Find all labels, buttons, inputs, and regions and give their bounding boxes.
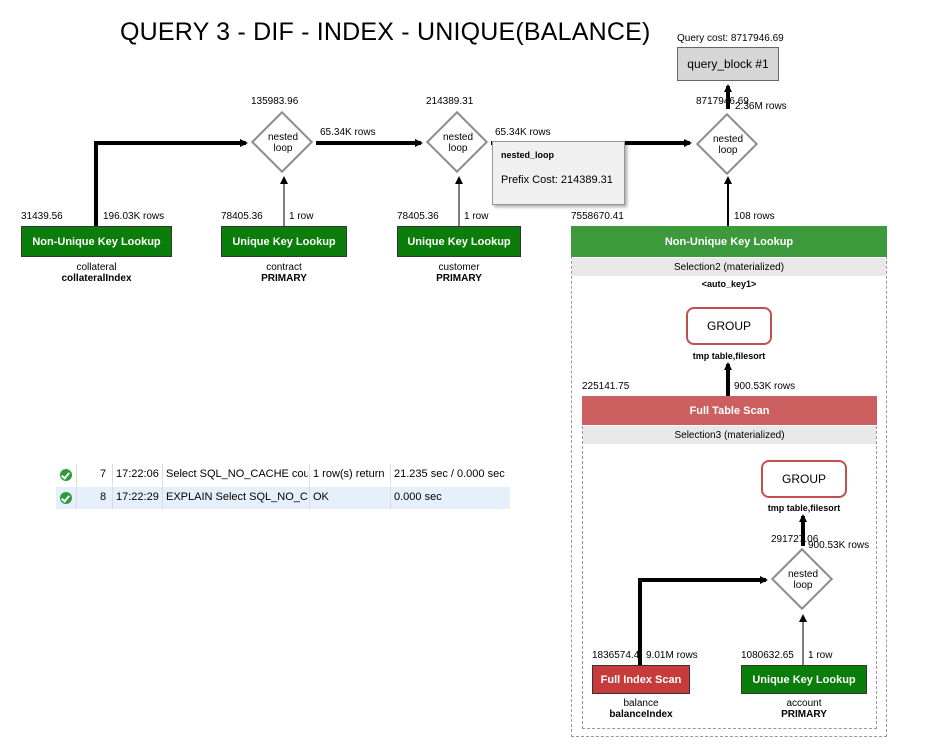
collateral-table-name: collateral xyxy=(76,262,117,273)
loop4-label2: loop xyxy=(793,580,813,591)
contract-cost: 78405.36 xyxy=(221,211,263,222)
balance-cost: 1836574.4 xyxy=(592,650,640,661)
loop2-label: nested xyxy=(442,132,474,143)
loop4-cost: 291727.06 xyxy=(771,534,819,545)
loop1-cost: 135983.96 xyxy=(251,96,299,107)
loop2-label2: loop xyxy=(448,143,468,154)
autokey-rows: 108 rows xyxy=(734,211,775,222)
column-separator xyxy=(390,464,391,486)
query-block-node[interactable]: query_block #1 xyxy=(677,47,779,81)
balance-index-scan-node[interactable]: Full Index Scan xyxy=(592,665,690,694)
group2-sub: tmp table,filesort xyxy=(767,503,841,513)
collateral-label: collateral collateralIndex xyxy=(21,262,172,284)
autokey-key-name: <auto_key1> xyxy=(701,279,757,289)
log-row[interactable]: 8 17:22:29 EXPLAIN Select SQL_NO_C OK 0.… xyxy=(56,487,510,509)
query-cost-label: Query cost: 8717946.69 xyxy=(677,33,784,44)
nested-loop-tooltip: nested_loop Prefix Cost: 214389.31 xyxy=(492,141,625,205)
column-separator xyxy=(76,487,77,509)
log-num: 7 xyxy=(100,468,107,480)
check-circle-icon xyxy=(60,469,72,481)
log-duration: 21.235 sec / 0.000 sec xyxy=(394,468,505,480)
loop3-rows: 2.36M rows xyxy=(735,101,787,112)
log-action: EXPLAIN Select SQL_NO_C xyxy=(166,491,308,503)
loop3-cost: 8717946.69 xyxy=(696,96,749,107)
account-label: account PRIMARY xyxy=(741,698,867,720)
loop4-rows: 900.53K rows xyxy=(808,540,870,551)
group-node-1[interactable]: GROUP xyxy=(686,307,772,345)
group1-sub: tmp table,filesort xyxy=(692,351,766,361)
log-action: Select SQL_NO_CACHE cou xyxy=(166,468,308,480)
selection2-band: Selection2 (materialized) xyxy=(572,258,886,276)
tooltip-text: Prefix Cost: 214389.31 xyxy=(501,174,613,186)
customer-key-name: PRIMARY xyxy=(436,273,482,284)
log-message: 1 row(s) return xyxy=(313,468,385,480)
customer-rows: 1 row xyxy=(464,211,489,222)
collateral-rows: 196.03K rows xyxy=(103,211,165,222)
account-lookup-node[interactable]: Unique Key Lookup xyxy=(741,665,867,694)
loop2-rows: 65.34K rows xyxy=(495,127,551,138)
collateral-lookup-node[interactable]: Non-Unique Key Lookup xyxy=(21,226,172,257)
column-separator xyxy=(112,487,113,509)
tooltip-title: nested_loop xyxy=(501,150,555,160)
loop2-cost: 214389.31 xyxy=(426,96,474,107)
autokey-cost: 7558670.41 xyxy=(571,211,624,222)
autokey-lookup-node[interactable]: Non-Unique Key Lookup xyxy=(571,226,887,257)
column-separator xyxy=(309,487,310,509)
contract-table-name: contract xyxy=(266,262,302,273)
balance-rows: 9.01M rows xyxy=(646,650,698,661)
collateral-key-name: collateralIndex xyxy=(61,273,132,284)
fts-cost: 225141.75 xyxy=(582,381,630,392)
group-node-2[interactable]: GROUP xyxy=(761,460,847,498)
log-time: 17:22:29 xyxy=(116,491,159,503)
account-cost: 1080632.65 xyxy=(741,650,794,661)
full-table-scan-node[interactable]: Full Table Scan xyxy=(582,396,877,425)
log-row[interactable]: 7 17:22:06 Select SQL_NO_CACHE cou 1 row… xyxy=(56,464,510,486)
column-separator xyxy=(309,464,310,486)
customer-table-name: customer xyxy=(438,262,480,273)
column-separator xyxy=(162,464,163,486)
customer-lookup-node[interactable]: Unique Key Lookup xyxy=(397,226,521,257)
account-rows: 1 row xyxy=(808,650,833,661)
contract-rows: 1 row xyxy=(289,211,314,222)
loop1-label2: loop xyxy=(273,143,293,154)
loop1-label: nested xyxy=(267,132,299,143)
loop3-label2: loop xyxy=(718,145,738,156)
customer-label: customer PRIMARY xyxy=(397,262,521,284)
column-separator xyxy=(390,487,391,509)
fts-rows: 900.53K rows xyxy=(734,381,796,392)
balance-table-name: balance xyxy=(623,698,659,709)
log-duration: 0.000 sec xyxy=(394,491,442,503)
account-key-name: PRIMARY xyxy=(781,709,827,720)
balance-key-name: balanceIndex xyxy=(609,709,673,720)
account-table-name: account xyxy=(786,698,822,709)
contract-key-name: PRIMARY xyxy=(261,273,307,284)
column-separator xyxy=(76,464,77,486)
column-separator xyxy=(162,487,163,509)
edge-collateral-loop1 xyxy=(94,139,248,228)
collateral-cost: 31439.56 xyxy=(21,211,63,222)
contract-label: contract PRIMARY xyxy=(221,262,347,284)
log-time: 17:22:06 xyxy=(116,468,159,480)
log-message: OK xyxy=(313,491,329,503)
loop1-rows: 65.34K rows xyxy=(320,127,376,138)
contract-lookup-node[interactable]: Unique Key Lookup xyxy=(221,226,347,257)
selection3-band: Selection3 (materialized) xyxy=(583,426,876,444)
edge-balance-loop4 xyxy=(638,576,768,666)
log-num: 8 xyxy=(100,491,107,503)
loop4-label: nested xyxy=(787,569,819,580)
diagram-title: QUERY 3 - DIF - INDEX - UNIQUE(BALANCE) xyxy=(120,18,651,46)
customer-cost: 78405.36 xyxy=(397,211,439,222)
check-circle-icon xyxy=(60,492,72,504)
loop3-label: nested xyxy=(712,134,744,145)
balance-label: balance balanceIndex xyxy=(592,698,690,720)
column-separator xyxy=(112,464,113,486)
